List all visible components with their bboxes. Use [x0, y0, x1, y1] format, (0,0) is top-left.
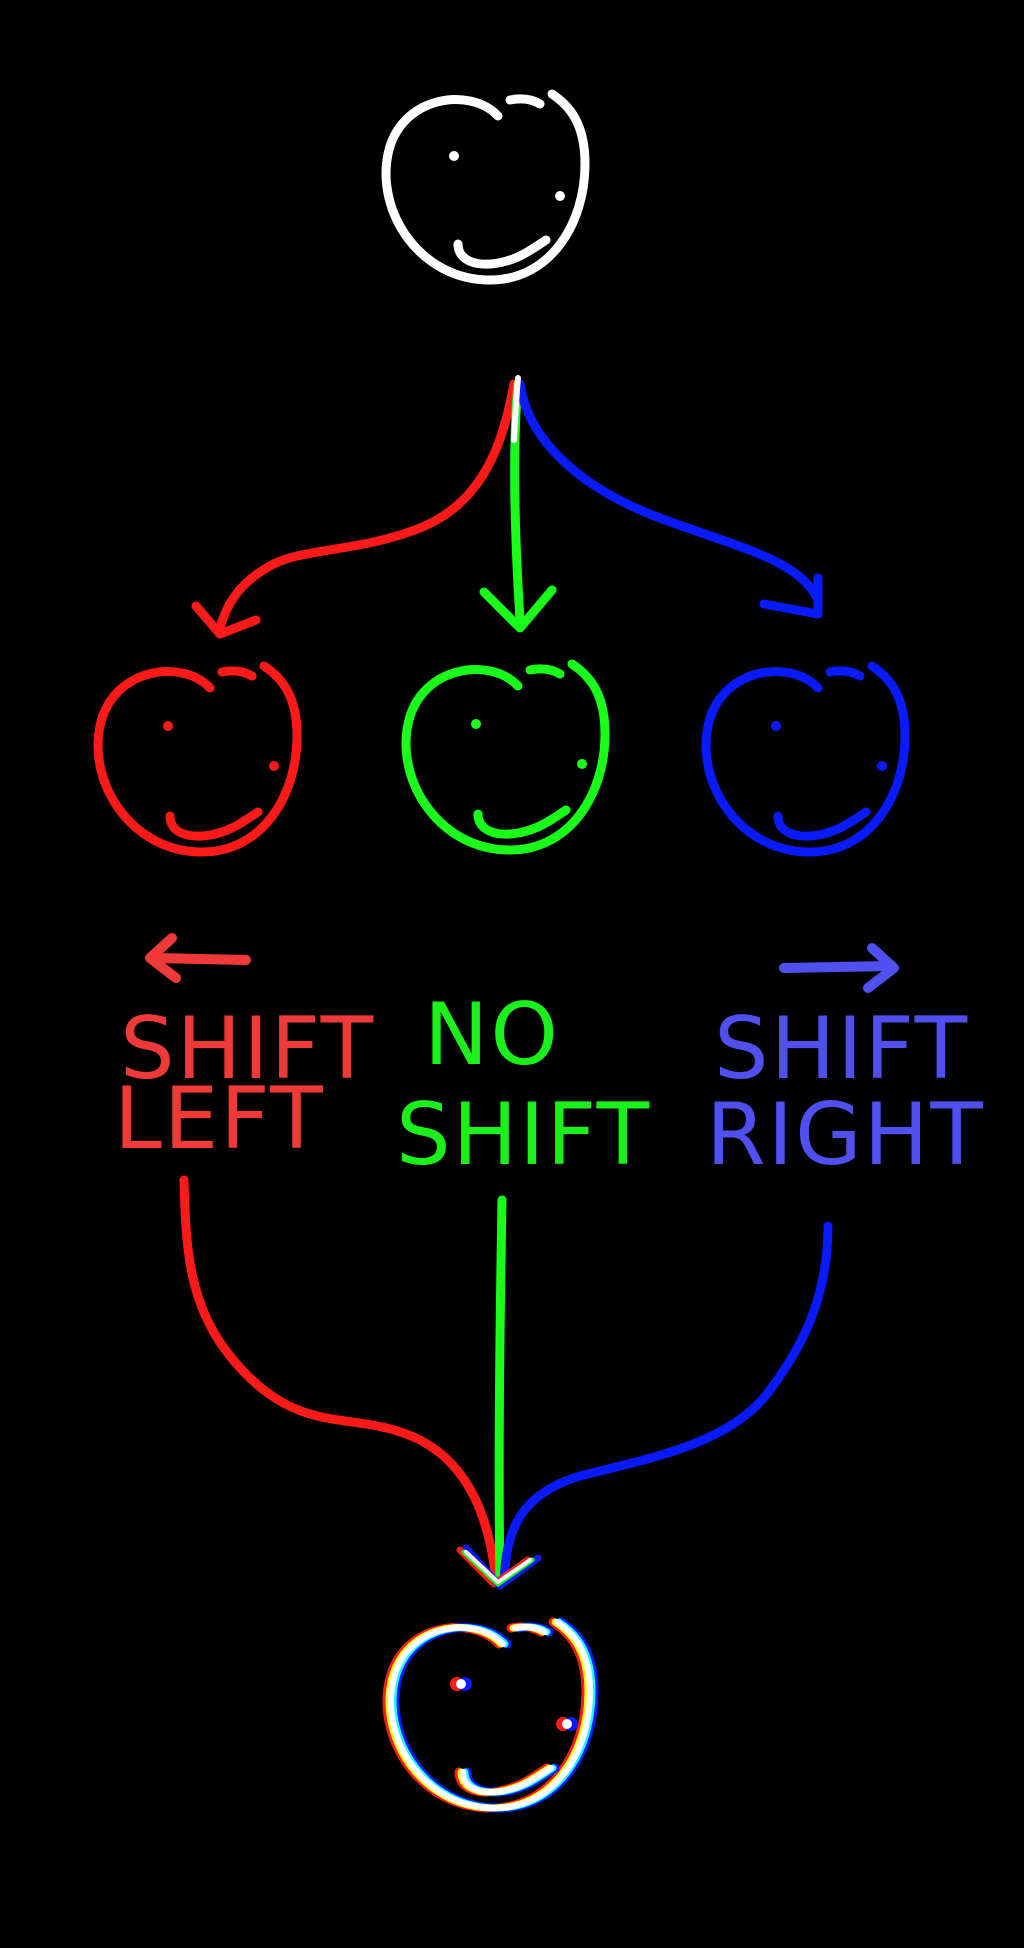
center-label: NO SHIFT: [396, 985, 651, 1185]
branch-arrows: [191, 375, 823, 639]
left-label: SHIFT LEFT: [114, 999, 375, 1169]
center-label-line2: SHIFT: [396, 1085, 651, 1185]
arrow-to-left: [215, 379, 519, 633]
arrow-to-right: [515, 379, 823, 605]
merge-from-left: [179, 1175, 501, 1587]
arrow-right-icon: [779, 943, 899, 993]
merge-from-center: [494, 1195, 507, 1587]
center-face: [406, 664, 605, 850]
merge-arrows: [179, 1175, 833, 1590]
result-face: [387, 1622, 594, 1808]
smiley-face-icon: [98, 666, 297, 852]
arrow-left-icon: [145, 933, 251, 983]
right-label: SHIFT RIGHT: [706, 999, 985, 1185]
left-face: [98, 666, 297, 852]
merge-from-right: [499, 1221, 833, 1587]
center-label-line1: NO: [424, 985, 560, 1085]
smiley-face-icon: [406, 664, 605, 850]
smiley-face-icon: [706, 666, 905, 852]
origin-face: [386, 94, 585, 280]
right-face: [706, 666, 905, 852]
right-label-line2: RIGHT: [706, 1085, 985, 1185]
right-label-line1: SHIFT: [714, 999, 969, 1099]
left-label-line1: SHIFT: [120, 999, 375, 1099]
left-label-line2: LEFT: [114, 1069, 325, 1169]
smiley-face-icon: [386, 94, 585, 280]
smiley-face-icon: [391, 1622, 590, 1808]
